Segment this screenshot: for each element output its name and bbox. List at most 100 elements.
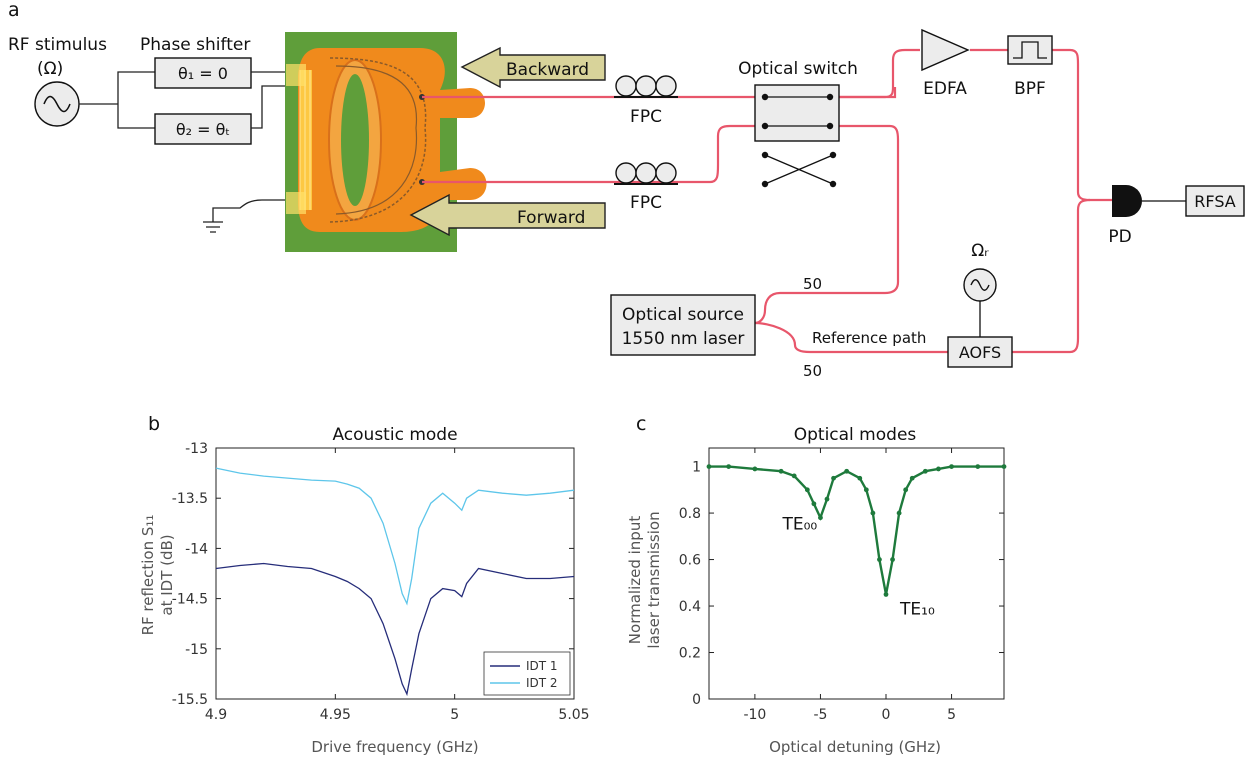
- x-tick-label: 0: [882, 707, 891, 723]
- y-tick-label: -14.5: [172, 592, 208, 608]
- chart-b-ylabel-line1: RF reflection S₁₁: [139, 515, 157, 636]
- data-point: [890, 557, 895, 562]
- data-point: [752, 466, 758, 472]
- rfsa-label: RFSA: [1194, 192, 1235, 211]
- rf-source-icon: [34, 81, 80, 127]
- theta2-label: θ₂ = θₜ: [176, 120, 230, 139]
- data-point: [791, 473, 797, 479]
- optical-source-label-line2: 1550 nm laser: [622, 329, 745, 349]
- y-tick-label: -13.5: [172, 491, 208, 507]
- phase-shifter-label: Phase shifter: [140, 35, 250, 55]
- y-tick-label: 0.2: [679, 646, 701, 662]
- x-tick-label: -5: [813, 707, 827, 723]
- chart-c-xlabel: Optical detuning (GHz): [769, 738, 941, 756]
- data-point: [706, 464, 712, 469]
- fiber-reference-path: [754, 321, 948, 354]
- data-point: [949, 464, 954, 469]
- data-point: [857, 475, 863, 481]
- x-tick-label: 5: [947, 707, 956, 723]
- fiber-source-to-switch: [754, 124, 900, 325]
- chart-b-legend: IDT 1 IDT 2: [483, 651, 571, 696]
- data-point: [804, 487, 810, 493]
- theta2-box: [154, 113, 252, 145]
- data-point: [831, 475, 836, 481]
- aofs-label: AOFS: [959, 343, 1001, 362]
- fiber-forward: [422, 124, 755, 184]
- x-tick-label: 5: [450, 707, 459, 723]
- optical-switch-label: Optical switch: [738, 59, 858, 79]
- series-line-idt-1: [215, 562, 575, 697]
- data-point: [870, 510, 876, 516]
- theta1-box: [154, 57, 252, 89]
- y-tick-label: 0: [692, 692, 701, 708]
- legend-box: [483, 651, 571, 696]
- y-tick-label: -13: [185, 441, 208, 457]
- chart-b-xlabel: Drive frequency (GHz): [311, 738, 478, 756]
- forward-label: Forward: [517, 208, 585, 228]
- rf-stimulus-label: RF stimulus: [8, 35, 107, 55]
- y-tick-label: 1: [692, 460, 701, 476]
- bpf-label: BPF: [1014, 79, 1046, 99]
- chart-c-ylabel-line2: laser transmission: [645, 511, 663, 648]
- photodetector-icon: [1112, 185, 1142, 217]
- optical-source-box: [610, 294, 756, 356]
- bpf-filter-icon: [1007, 35, 1053, 65]
- data-point: [883, 592, 889, 597]
- panel-label-c: c: [636, 413, 646, 435]
- fpc-top-icon: [614, 75, 678, 98]
- legend-label: IDT 2: [526, 676, 558, 690]
- fpc-bottom-label: FPC: [630, 193, 662, 213]
- data-point: [824, 496, 830, 502]
- theta1-label: θ₁ = 0: [178, 64, 228, 83]
- chart-b-ylabel-line2: at IDT (dB): [158, 534, 176, 615]
- x-tick-label: -10: [743, 707, 766, 723]
- data-point: [922, 468, 928, 474]
- fiber-backward: [422, 87, 897, 99]
- y-tick-label: 0.6: [679, 553, 701, 569]
- data-point: [811, 501, 817, 507]
- data-point: [936, 466, 941, 472]
- edfa-amplifier-icon: [921, 28, 970, 72]
- annotation-te10: TE₁₀: [899, 599, 935, 619]
- data-point: [975, 464, 981, 469]
- legend-label: IDT 1: [526, 659, 558, 673]
- rf-split-wire: [79, 71, 155, 129]
- data-point: [818, 515, 823, 521]
- x-tick-label: 4.9: [205, 707, 227, 723]
- edfa-label: EDFA: [923, 79, 967, 99]
- device-micrograph: [285, 32, 487, 252]
- x-tick-label: 4.95: [320, 707, 351, 723]
- plot-frame: [708, 447, 1005, 700]
- reference-path-label: Reference path: [812, 329, 926, 347]
- data-point: [909, 475, 915, 481]
- fpc-top-label: FPC: [630, 107, 662, 127]
- split-ratio-top: 50: [803, 275, 822, 293]
- fiber-aofs-to-pd: [1012, 198, 1112, 354]
- y-tick-label: 0.4: [679, 599, 701, 615]
- ground-icon: [203, 199, 300, 233]
- series-line-idt-2: [215, 467, 575, 606]
- data-point: [903, 487, 909, 493]
- plot-frame: [215, 447, 575, 700]
- data-point: [1001, 464, 1007, 469]
- fpc-bottom-icon: [614, 162, 678, 185]
- chart-c-ylabel-line1: Normalized input: [626, 516, 644, 645]
- data-point: [863, 487, 869, 493]
- y-tick-label: -15: [185, 642, 208, 658]
- optical-source-label-line1: Optical source: [622, 305, 744, 325]
- optical-switch-icon: [754, 84, 840, 188]
- data-point: [896, 510, 902, 516]
- series-line-0: [709, 465, 1004, 595]
- pd-label: PD: [1108, 227, 1131, 247]
- forward-arrow: [409, 193, 606, 237]
- rf-symbol-label: (Ω): [37, 59, 63, 79]
- data-point: [778, 468, 784, 474]
- y-tick-label: 0.8: [679, 506, 701, 522]
- chart-b-title: Acoustic mode: [332, 425, 457, 445]
- panel-label-b: b: [148, 413, 160, 435]
- y-tick-label: -14: [185, 541, 208, 557]
- fiber-bpf-to-pd: [970, 48, 1091, 202]
